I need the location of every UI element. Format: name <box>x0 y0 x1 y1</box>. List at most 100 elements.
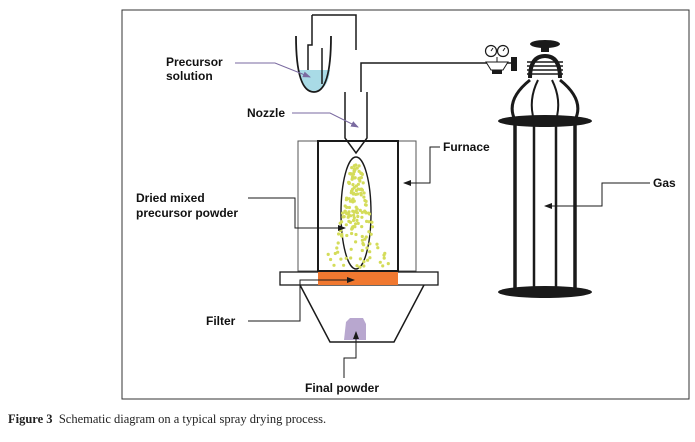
powder-particle <box>343 209 347 213</box>
powder-particle <box>368 250 372 254</box>
powder-particle <box>360 225 364 229</box>
powder-particle <box>343 204 347 208</box>
powder-particle <box>381 264 385 268</box>
powder-particle <box>342 263 346 267</box>
label-dried-line1: Dried mixed <box>136 191 205 205</box>
powder-particle <box>350 231 354 236</box>
powder-particle <box>357 177 361 181</box>
powder-particle <box>366 258 370 262</box>
powder-particle <box>362 191 366 195</box>
figure-number: Figure 3 <box>8 412 53 426</box>
powder-particle <box>357 164 361 168</box>
powder-particle <box>368 242 372 246</box>
final-powder-leader <box>343 331 359 378</box>
powder-particle <box>332 263 336 267</box>
powder-particle <box>353 225 357 229</box>
powder-particle <box>351 209 355 213</box>
powder-particle <box>351 192 355 196</box>
powder-particle <box>383 251 387 255</box>
powder-particle <box>356 182 360 186</box>
powder-particle <box>352 176 357 180</box>
powder-particle <box>340 220 344 224</box>
cylinder-top-ring <box>498 115 592 127</box>
powder-particle <box>365 219 369 223</box>
powder-particle <box>363 203 368 207</box>
furnace <box>297 140 417 272</box>
final-powder-pile <box>344 318 366 340</box>
powder-particle <box>345 212 349 216</box>
powder-particle <box>382 256 386 260</box>
powder-particle <box>360 238 364 242</box>
label-gas: Gas <box>653 176 676 190</box>
filter-membrane <box>318 272 398 285</box>
powder-particle <box>350 189 354 193</box>
powder-particle <box>386 262 390 266</box>
powder-particle <box>340 234 344 238</box>
powder-particle <box>358 257 362 261</box>
powder-particle <box>344 198 348 202</box>
powder-particle <box>347 219 351 223</box>
powder-particle <box>355 166 359 170</box>
powder-particle <box>352 168 356 172</box>
powder-particle <box>354 240 358 244</box>
label-precursor-line2: solution <box>166 69 213 83</box>
powder-particle <box>378 260 382 264</box>
powder-particle <box>356 214 360 219</box>
powder-particle <box>361 241 365 246</box>
powder-particle <box>350 166 354 170</box>
powder-particle <box>336 250 340 254</box>
powder-particle <box>355 211 359 215</box>
powder-particle <box>344 256 348 260</box>
powder-particle <box>339 228 343 232</box>
powder-particle <box>354 232 358 237</box>
label-furnace: Furnace <box>443 140 490 154</box>
powder-particle <box>354 188 358 193</box>
gas-line <box>360 62 511 92</box>
powder-particle <box>357 169 361 173</box>
powder-particle <box>360 210 364 214</box>
label-final-powder: Final powder <box>305 381 379 395</box>
powder-particle <box>376 246 380 250</box>
powder-particle <box>341 211 345 215</box>
powder-particle <box>349 247 353 251</box>
nozzle <box>344 92 368 155</box>
powder-particle <box>362 260 366 264</box>
powder-particle <box>375 242 379 246</box>
powder-particle <box>352 216 356 220</box>
powder-particle <box>351 172 356 176</box>
caption-text: Schematic diagram on a typical spray dry… <box>58 412 327 426</box>
powder-particle <box>369 232 373 236</box>
label-precursor-line1: Precursor <box>166 55 223 69</box>
powder-particle <box>347 197 351 201</box>
powder-particle <box>352 213 356 217</box>
powder-particle <box>350 227 354 231</box>
powder-particle <box>356 221 360 225</box>
furnace-leader <box>403 146 440 186</box>
powder-particle <box>350 177 354 181</box>
powder-particle <box>360 215 364 219</box>
powder-particle <box>364 210 368 214</box>
powder-particle <box>355 192 360 196</box>
powder-particle <box>351 218 356 223</box>
powder-particle <box>347 210 351 214</box>
powder-particle <box>339 257 343 261</box>
powder-particle <box>349 214 353 218</box>
powder-particle <box>349 256 353 260</box>
powder-particle <box>358 208 362 212</box>
label-dried-line2: precursor powder <box>136 206 238 220</box>
powder-particle <box>336 241 340 245</box>
powder-particle <box>354 205 358 209</box>
spray-cone <box>340 156 372 270</box>
powder-particle <box>359 191 363 195</box>
powder-particle <box>347 181 351 185</box>
powder-particle <box>347 205 351 210</box>
filter-leader <box>248 277 355 322</box>
powder-particle <box>367 230 371 234</box>
powder-particle <box>351 183 355 187</box>
powder-particle <box>367 212 372 216</box>
gas-cylinder <box>484 40 592 298</box>
powder-particle <box>363 237 367 241</box>
filter-assembly <box>279 271 439 286</box>
